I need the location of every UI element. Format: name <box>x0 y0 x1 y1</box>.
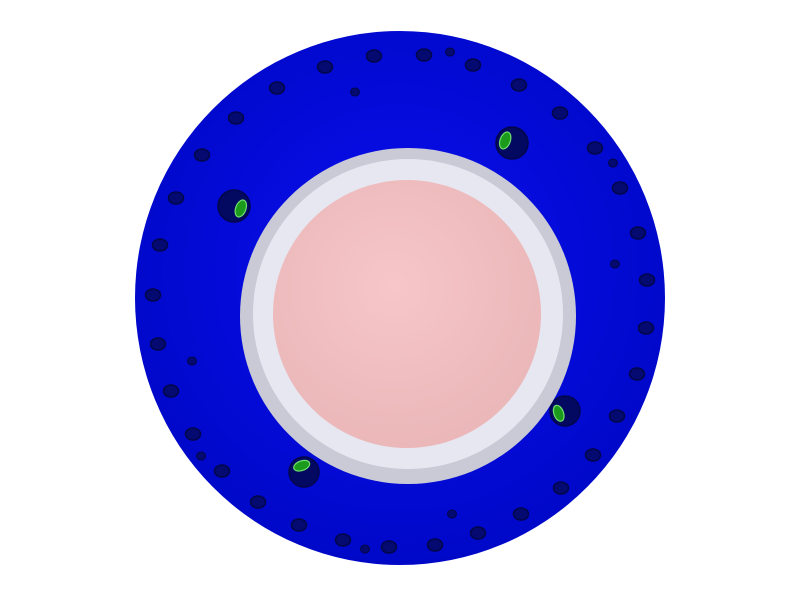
bolt-hole <box>638 273 656 287</box>
bolt-hole <box>510 78 528 92</box>
small-hole <box>445 47 455 57</box>
bolt-hole <box>365 49 383 63</box>
bolt-hole <box>586 141 604 155</box>
port-insert <box>293 459 311 472</box>
bolt-hole <box>512 507 530 521</box>
bolt-hole <box>184 427 202 441</box>
port-hole <box>217 189 251 223</box>
small-hole-pattern <box>187 47 620 554</box>
port-insert <box>234 199 248 218</box>
port-insert <box>552 404 565 422</box>
bolt-hole <box>316 60 334 74</box>
bolt-hole <box>162 384 180 398</box>
bolt-hole <box>290 518 308 532</box>
bolt-hole <box>334 533 352 547</box>
bolt-hole <box>380 540 398 554</box>
bolt-hole <box>426 538 444 552</box>
center-bore <box>240 148 576 484</box>
bolt-hole <box>552 481 570 495</box>
bolt-hole <box>268 81 286 95</box>
bolt-hole <box>415 48 433 62</box>
small-hole <box>350 87 360 97</box>
bolt-hole <box>628 367 646 381</box>
port-hole <box>495 126 529 160</box>
port-hole-group <box>217 126 581 488</box>
bolt-hole <box>167 191 185 205</box>
small-hole <box>196 451 206 461</box>
bolt-hole <box>629 226 647 240</box>
bolt-hole <box>151 238 169 252</box>
bolt-hole-pattern <box>144 48 656 554</box>
bolt-hole <box>611 181 629 195</box>
small-hole <box>187 356 197 366</box>
bolt-hole <box>637 321 655 335</box>
port-hole <box>549 395 581 427</box>
bolt-hole <box>469 526 487 540</box>
bolt-hole <box>584 448 602 462</box>
bolt-hole <box>213 464 231 478</box>
bolt-hole <box>464 58 482 72</box>
port-insert <box>498 131 512 150</box>
bolt-hole <box>249 495 267 509</box>
center-face <box>273 180 541 448</box>
bolt-hole <box>608 409 626 423</box>
bolt-hole <box>149 337 167 351</box>
bolt-hole <box>551 106 569 120</box>
port-hole <box>288 456 320 488</box>
bolt-hole <box>144 288 162 302</box>
small-hole <box>608 158 618 168</box>
bolt-hole <box>227 111 245 125</box>
bolt-hole <box>193 148 211 162</box>
small-hole <box>360 544 370 554</box>
small-hole <box>610 259 620 269</box>
small-hole <box>447 509 457 519</box>
